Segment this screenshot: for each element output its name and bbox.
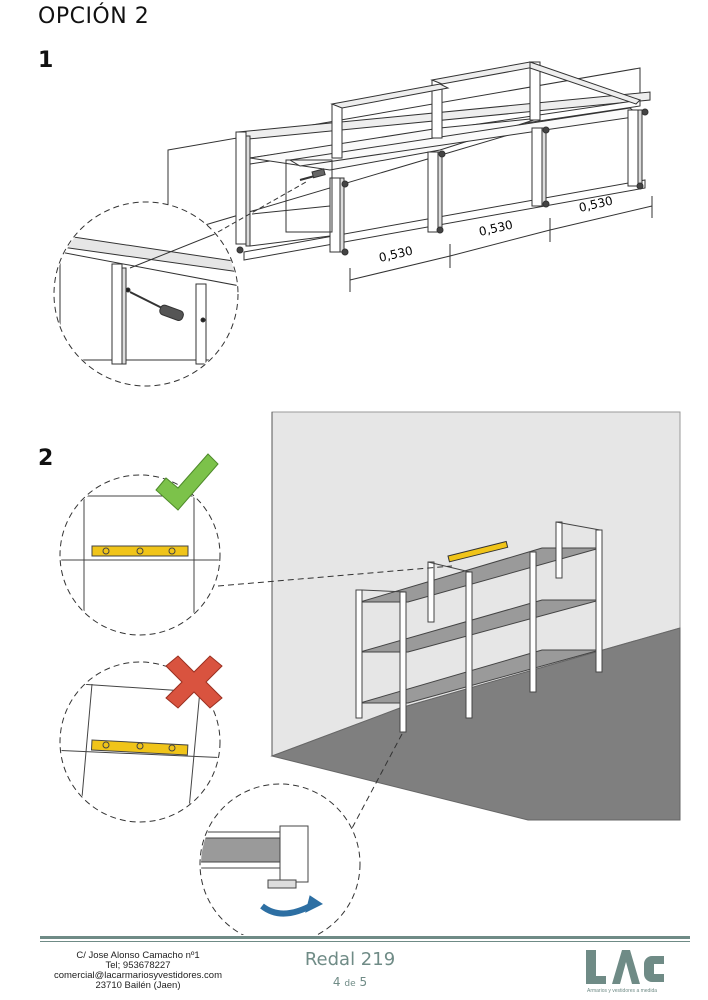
step-2-drawing — [59, 411, 681, 935]
address-line: comercial@lacarmariosyvestidores.com — [53, 970, 223, 981]
page-separator: de — [344, 979, 356, 989]
address-line: 23710 Bailén (Jaen) — [95, 980, 181, 991]
brand-logo — [586, 950, 664, 984]
page-current: 4 — [332, 975, 341, 989]
step-2-number: 2 — [38, 446, 54, 471]
dimension-label-1: 0,530 — [378, 244, 415, 265]
incorrect-cross-icon — [165, 655, 223, 709]
page-total: 5 — [359, 975, 368, 989]
footer-address: C/ Jose Alonso Camacho nº1 Tel; 95367822… — [40, 951, 236, 991]
address-line: C/ Jose Alonso Camacho nº1 — [76, 950, 200, 961]
address-line: Tel; 953678227 — [105, 960, 171, 971]
step-1-number: 1 — [38, 48, 54, 73]
footer-divider-thin — [40, 941, 690, 942]
correct-check-icon — [155, 453, 219, 511]
brand-tagline: Armarios y vestidores a medida — [586, 988, 658, 994]
page-title: OPCIÓN 2 — [38, 4, 150, 29]
assembly-illustration: 0,530 0,530 0,530 — [53, 61, 681, 935]
model-name: Redal 219 — [304, 949, 396, 970]
page-indicator: 4 de 5 — [300, 975, 400, 989]
dimension-label-2: 0,530 — [478, 218, 515, 239]
step-1-drawing — [53, 61, 653, 387]
footer-divider — [40, 936, 690, 939]
